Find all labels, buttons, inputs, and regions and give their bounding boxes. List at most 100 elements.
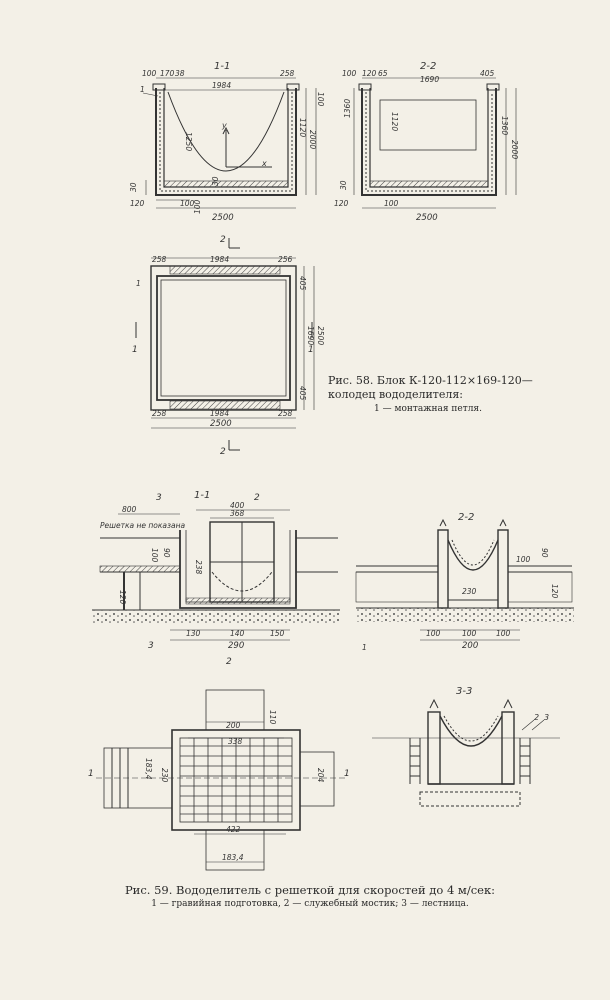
- dim-258-b: 258: [152, 409, 167, 418]
- dim-230: 230: [462, 587, 477, 596]
- label-3: 3: [544, 713, 549, 722]
- dim-290: 290: [228, 641, 244, 651]
- figure-58-legend: 1 — монтажная петля.: [374, 404, 482, 414]
- dim-200: 200: [226, 721, 241, 730]
- figure-59-legend: 1 — гравийная подготовка, 2 — служебный …: [151, 899, 469, 909]
- dim-256: 256: [278, 255, 293, 264]
- dim-100: 100: [142, 69, 157, 78]
- section-mark-2-top: 2: [220, 235, 226, 245]
- dim-90: 90: [162, 548, 171, 558]
- figure-59-caption: Рис. 59. Вододелитель с решеткой для ско…: [100, 883, 520, 911]
- label-1: 1: [362, 643, 367, 652]
- dim-2000: 2000: [510, 140, 519, 159]
- dim-258: 258: [280, 69, 295, 78]
- fig59-section-1-1: 1-1: [92, 490, 340, 641]
- dim-1984-b: 1984: [210, 409, 229, 418]
- dim-90: 90: [540, 548, 549, 558]
- fig58-section-2-2: 2-2: [353, 61, 517, 209]
- fig58-section-2-2-dims: 100 120 65 1690 405 1360 1120 1360 2000 …: [334, 69, 519, 223]
- dim-100: 100: [342, 69, 357, 78]
- dim-1360-left: 1360: [343, 99, 352, 118]
- dim-120-bottom: 120: [334, 199, 349, 208]
- section-2-2-label: 2-2: [420, 61, 436, 72]
- section-1-1-label: 1-1: [214, 61, 230, 72]
- dim-130: 130: [186, 629, 201, 638]
- dim-2000: 2000: [308, 130, 317, 149]
- section-mark-1-right: 1: [308, 345, 314, 355]
- section-mark-2-bottom: 2: [220, 447, 226, 457]
- label-1: 1: [136, 279, 141, 288]
- dim-183-4: 183,4: [144, 758, 153, 780]
- dim-2500-v: 2500: [316, 326, 325, 345]
- dim-120: 120: [362, 69, 377, 78]
- section-mark-3: 3: [156, 493, 162, 503]
- dim-1250: 1250: [184, 132, 193, 151]
- dim-238: 238: [194, 560, 203, 575]
- dim-405: 405: [480, 69, 495, 78]
- fig58-section-1-1: 1-1 y x: [142, 61, 317, 209]
- dim-65: 65: [378, 69, 388, 78]
- figure-58-caption: Рис. 58. Блок К-120-112×169-120—колодец …: [328, 374, 548, 416]
- dim-100-a: 100: [426, 629, 441, 638]
- figure-59-title: Рис. 59. Вододелитель с решеткой для ско…: [124, 883, 496, 897]
- dim-405-bottom: 405: [298, 386, 307, 401]
- dim-1120: 1120: [298, 118, 307, 137]
- dim-400: 400: [230, 501, 245, 510]
- dim-405-top: 405: [298, 276, 307, 291]
- label-1: 1: [140, 85, 145, 94]
- fig58-section-1-1-dims: 100 170 38 258 1984 100 1250 1120 2000 3…: [129, 69, 325, 223]
- label-2: 2: [534, 713, 539, 722]
- dim-800: 800: [122, 505, 137, 514]
- fig59-section-1-1-dims: Решетка не показана 3 2 800 400 368 100 …: [100, 493, 285, 667]
- dim-100-right: 100: [316, 92, 325, 107]
- dim-2500: 2500: [212, 213, 234, 223]
- dim-30-inner: 30: [211, 176, 220, 186]
- dim-1984: 1984: [210, 255, 229, 264]
- dim-100: 100: [516, 555, 531, 564]
- dim-100-b: 100: [462, 629, 477, 638]
- dim-100-bottom: 100: [384, 199, 399, 208]
- dim-368: 368: [230, 509, 245, 518]
- note-grid-not-shown: Решетка не показана: [100, 521, 186, 530]
- dim-100-c: 100: [496, 629, 511, 638]
- fig59-section-2-2: 2-2: [355, 512, 574, 641]
- dim-204: 204: [316, 768, 325, 783]
- section-mark-2-bottom: 2: [226, 657, 232, 667]
- fig59-section-2-2-dims: 100 90 230 120 100 100 100 200 1: [362, 548, 559, 652]
- section-mark-2: 2: [254, 493, 260, 503]
- fig59-plan-dims: 200 338 110 183,4 230 204 422 183,4 1 1: [88, 710, 350, 862]
- dim-170: 170: [160, 69, 175, 78]
- dim-2500: 2500: [416, 213, 438, 223]
- fig58-plan-dims: 2 2 1 1 258 1984 256 405 1690 2500 405 2…: [132, 235, 325, 457]
- section-2-2-label: 2-2: [458, 512, 474, 523]
- axis-x-label: x: [261, 159, 267, 168]
- dim-258-c: 258: [278, 409, 293, 418]
- dim-100: 100: [150, 548, 159, 563]
- dim-338: 338: [228, 737, 243, 746]
- fig59-plan: [96, 689, 346, 871]
- fig58-plan: [135, 238, 315, 451]
- dim-1984: 1984: [212, 81, 231, 90]
- dim-1120: 1120: [390, 112, 399, 131]
- section-mark-1-right: 1: [344, 769, 350, 779]
- dim-230: 230: [160, 768, 169, 783]
- axis-y-label: y: [221, 121, 227, 130]
- section-mark-1-left: 1: [88, 769, 94, 779]
- fig59-section-3-3-labels: 2 3: [534, 713, 549, 722]
- dim-2500: 2500: [210, 419, 232, 429]
- dim-100-bottom: 100: [180, 199, 195, 208]
- dim-1360-right: 1360: [500, 116, 509, 135]
- section-3-3-label: 3-3: [456, 686, 472, 697]
- dim-150: 150: [270, 629, 285, 638]
- section-1-1-label: 1-1: [194, 490, 210, 501]
- dim-100-bottom-b: 100: [193, 199, 202, 214]
- dim-30: 30: [339, 180, 348, 190]
- dim-110: 110: [268, 710, 277, 725]
- dim-30: 30: [129, 182, 138, 192]
- dim-258: 258: [152, 255, 167, 264]
- dim-38: 38: [175, 69, 185, 78]
- dim-140: 140: [230, 629, 245, 638]
- dim-183-4-b: 183,4: [222, 853, 244, 862]
- dim-200: 200: [462, 641, 478, 651]
